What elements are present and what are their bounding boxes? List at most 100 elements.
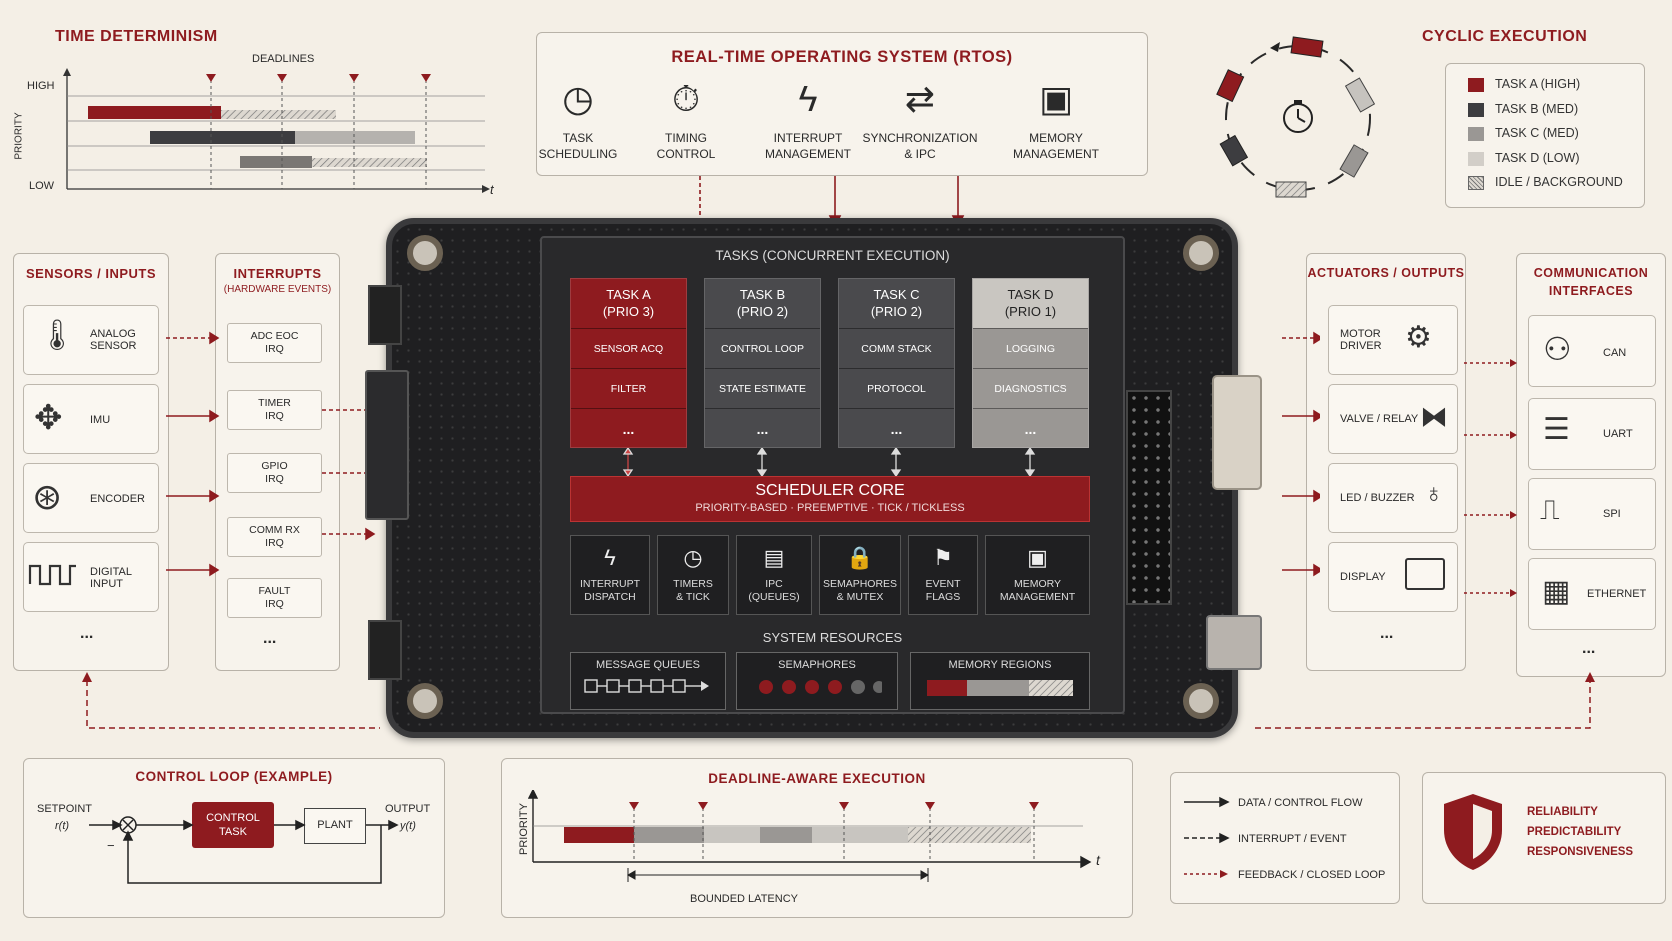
task-subtask: ... <box>571 408 686 448</box>
actuator-card-motor[interactable] <box>1328 305 1458 375</box>
task-header: TASK C (PRIO 2) <box>839 279 954 328</box>
rtos-item: ⇄SYNCHRONIZATION& IPC <box>855 76 985 162</box>
low-label: LOW <box>29 180 55 192</box>
stopwatch-icon: ⏱ <box>671 78 701 119</box>
legend-label: TASK B (MED) <box>1495 101 1579 116</box>
flow-legend-lines <box>1184 796 1230 878</box>
cyclic-diagram <box>1216 36 1376 198</box>
irq-line1: TIMER <box>258 397 291 409</box>
sensor-card-imu[interactable] <box>23 384 159 454</box>
scheduler-core[interactable]: SCHEDULER CORE PRIORITY-BASED · PREEMPTI… <box>570 476 1090 522</box>
comm-card-ethernet[interactable] <box>1528 558 1656 630</box>
sensor-card-digital[interactable] <box>23 542 159 612</box>
actuator-card-led[interactable] <box>1328 463 1458 533</box>
display-icon <box>1405 558 1445 590</box>
control-loop-title: CONTROL LOOP (EXAMPLE) <box>135 769 333 784</box>
high-label: HIGH <box>27 80 55 92</box>
uart-lines-icon: ☰ <box>1543 413 1570 446</box>
rtos-title: REAL-TIME OPERATING SYSTEM (RTOS) <box>671 48 1013 66</box>
task-header: TASK D(PRIO 1) <box>973 279 1088 328</box>
sensor-card-encoder[interactable] <box>23 463 159 533</box>
actuators-title: ACTUATORS / OUTPUTS <box>1307 266 1465 280</box>
semaphores-box: SEMAPHORES <box>736 652 898 710</box>
left-connector-bottom <box>368 620 402 680</box>
irq-line2: IRQ <box>265 473 284 485</box>
rtos-module[interactable]: ▤IPC(QUEUES) <box>736 535 812 615</box>
actuator-card-display[interactable] <box>1328 542 1458 612</box>
clock-icon: ◷ <box>562 78 594 119</box>
sensor-label-digital: DIGITAL INPUT <box>90 566 132 590</box>
legend-swatch <box>1468 78 1484 92</box>
flow-legend-interrupt: INTERRUPT / EVENT <box>1238 833 1347 845</box>
task-name: TASK A <box>606 287 651 302</box>
task-subtask: PROTOCOL <box>839 368 954 408</box>
bar-idle-2 <box>312 158 427 167</box>
module-line2: DISPATCH <box>584 591 636 603</box>
module-line1: INTERRUPT <box>579 578 641 590</box>
sensor-label-analog: ANALOG SENSOR <box>90 328 137 352</box>
rtos-box: REAL-TIME OPERATING SYSTEM (RTOS) <box>536 32 1148 176</box>
rtos-module[interactable]: 🔒SEMAPHORES& MUTEX <box>819 535 901 615</box>
lightning-icon: ϟ <box>604 545 616 570</box>
task-prio: (PRIO 2) <box>870 304 923 319</box>
chip-icon: ▣ <box>1027 545 1048 570</box>
task-subtask: LOGGING <box>973 328 1088 368</box>
rtos-item-line1: INTERRUPT <box>773 131 843 145</box>
task-header: TASK B(PRIO 2) <box>705 279 820 328</box>
legend-swatch <box>1468 127 1484 141</box>
chip-icon: ▣ <box>1038 78 1073 119</box>
sensor-card-analog[interactable] <box>23 305 159 375</box>
task-name: TASK C <box>873 287 920 302</box>
clock-icon: ◷ <box>683 545 703 570</box>
sensor-label-imu: IMU <box>90 414 111 426</box>
legend-label: TASK A (HIGH) <box>1495 77 1581 91</box>
sensors-more: ... <box>80 625 94 642</box>
rtos-item-line1: TASK <box>562 131 594 145</box>
task-prio: (PRIO 2) <box>736 304 789 319</box>
responsiveness-label: RESPONSIVENESS <box>1527 846 1634 858</box>
module-line2: FLAGS <box>925 591 961 603</box>
comm-card-spi[interactable] <box>1528 478 1656 550</box>
comm-card-uart[interactable] <box>1528 398 1656 470</box>
encoder-icon: ⊛ <box>32 476 63 517</box>
rtos-item-line2: MANAGEMENT <box>1012 147 1099 161</box>
setpoint-r: r(t) <box>55 820 70 832</box>
task-subtask: COMM STACK <box>839 328 954 368</box>
actuator-card-valve[interactable] <box>1328 384 1458 454</box>
legend-swatch <box>1468 151 1484 166</box>
priority-axis-label: PRIORITY <box>13 112 25 160</box>
rtos-item-line1: MEMORY <box>1029 131 1083 145</box>
thermometer-icon: 🌡 <box>38 319 77 352</box>
irq-line2: IRQ <box>265 537 284 549</box>
comm-label-uart: UART <box>1603 428 1633 440</box>
task-prio: (PRIO 1) <box>1004 304 1057 319</box>
task-subtask: FILTER <box>571 368 686 408</box>
setpoint-label: SETPOINT <box>37 803 93 815</box>
comm-label-ethernet: ETHERNET <box>1587 588 1647 600</box>
comm-card-can[interactable] <box>1528 315 1656 387</box>
rtos-module[interactable]: ◷TIMERS& TICK <box>657 535 729 615</box>
sync-arrows-icon: ⇄ <box>904 78 936 119</box>
plant-block[interactable]: PLANT <box>304 808 366 844</box>
task-header: TASK A(PRIO 3) <box>571 279 686 328</box>
feedback-loop <box>82 672 1595 729</box>
actuator-label-led: LED / BUZZER <box>1340 492 1415 504</box>
cyclic-title: CYCLIC EXECUTION <box>1422 28 1588 45</box>
legend-label: IDLE / BACKGROUND <box>1495 175 1623 189</box>
deadline-title: DEADLINE-AWARE EXECUTION <box>708 771 926 786</box>
control-task-block[interactable]: CONTROL TASK <box>192 802 274 848</box>
